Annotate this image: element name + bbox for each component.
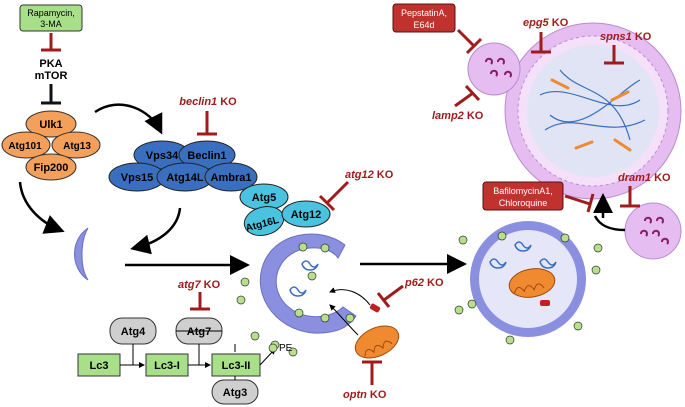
atg4-label: Atg4 [121, 326, 146, 338]
chloroquine-label: Chloroquine [499, 198, 548, 208]
dram1-ko-label: dram1 KO [618, 172, 671, 184]
ulk-to-vps-arrow [94, 103, 163, 135]
pepstatin-inhibit [456, 28, 483, 55]
atg14l-label: Atg14L [166, 172, 204, 184]
optn-ko-inhibit [362, 360, 382, 385]
lc3-boxes [77, 353, 261, 377]
optn-ko-label: optn KO [343, 389, 387, 401]
mitochondrion-cargo [354, 325, 400, 359]
ulk1-label: Ulk1 [39, 119, 62, 131]
mito-to-autophagosome-arrow [329, 304, 359, 336]
atg12-ko-label: atg12 KO [345, 169, 394, 181]
atg12-label: Atg12 [291, 209, 322, 221]
lc3-label: Lc3 [90, 360, 109, 372]
spns1-ko-inhibit [604, 45, 624, 65]
lc3-pe-dot [268, 343, 278, 353]
pepstatin-box: PepstatinA, E64d [392, 3, 456, 33]
epg5-ko-inhibit [531, 32, 551, 54]
beclin1-ko-inhibit [197, 111, 217, 136]
pka-label: PKA [39, 58, 62, 70]
bafilomycin-label: BafilomycinA1, [493, 186, 553, 196]
atg3-label: Atg3 [223, 387, 247, 399]
lysosome-small [467, 42, 521, 96]
vps15-label: Vps15 [121, 172, 153, 184]
3ma-label: 3-MA [40, 19, 62, 29]
lamp2-ko-inhibit [454, 84, 481, 108]
cargo-protein-aggregates [289, 260, 319, 297]
mtor-inhibit-line [41, 84, 61, 105]
atg7-ko-label: atg7 KO [178, 279, 221, 291]
epg5-ko-label: epg5 KO [523, 17, 569, 29]
lc3ii-label: Lc3-II [222, 360, 251, 372]
atg7-ko-inhibit [190, 292, 210, 311]
pe-label: PE [279, 343, 293, 354]
atg-complex [239, 183, 331, 236]
lysosome-dram1 [624, 202, 682, 260]
mtor-label: mTOR [35, 70, 68, 82]
beclin1-ko-label: beclin1 KO [179, 96, 237, 108]
dram1-ko-inhibit [620, 186, 640, 208]
p62-ko-inhibit [376, 284, 404, 308]
vps34-label: Vps34 [146, 150, 179, 162]
lysosome-to-autophagosome-arrow [593, 215, 626, 232]
bafilomycin-inhibit [564, 193, 595, 213]
autophagosome [470, 221, 586, 337]
bafilomycin-box: BafilomycinA1, Chloroquine [482, 181, 564, 211]
lamp2-ko-label: lamp2 KO [432, 110, 484, 122]
lc3-arrows [120, 330, 276, 380]
atg101-label: Atg101 [8, 141, 42, 152]
rapamycin-label: Rapamycin, [27, 8, 75, 18]
p62-to-autophagosome-arrow [329, 287, 371, 306]
e64d-label: E64d [413, 20, 434, 30]
autolysosome [504, 22, 682, 200]
atg5-label: Atg5 [252, 192, 276, 204]
lc3-dots-left [236, 242, 355, 357]
vps-to-phagophore-arrow [130, 207, 182, 255]
atg12-ko-inhibit [318, 180, 350, 212]
fip200-label: Fip200 [34, 162, 69, 174]
phagophore [74, 227, 89, 281]
lc3i-label: Lc3-I [154, 360, 180, 372]
p62-receptor [369, 303, 381, 313]
rapamycin-box: Rapamycin, 3-MA [19, 4, 83, 32]
rapamycin-inhibit-line [41, 33, 61, 52]
ulk-complex [1, 110, 101, 181]
beclin1-label: Beclin1 [187, 150, 226, 162]
spns1-ko-label: spns1 KO [600, 31, 652, 43]
atg7-label: Atg7 [187, 326, 211, 338]
atg13-label: Atg13 [63, 141, 91, 152]
ambra1-label: Ambra1 [211, 172, 252, 184]
p62-ko-label: p62 KO [404, 277, 444, 289]
vps-complex [108, 140, 258, 192]
pepstatin-label: PepstatinA, [401, 8, 447, 18]
lc3-dots-right [454, 231, 603, 345]
ulk-to-phagophore-arrow [18, 181, 65, 234]
forming-autophagosome [259, 233, 357, 334]
